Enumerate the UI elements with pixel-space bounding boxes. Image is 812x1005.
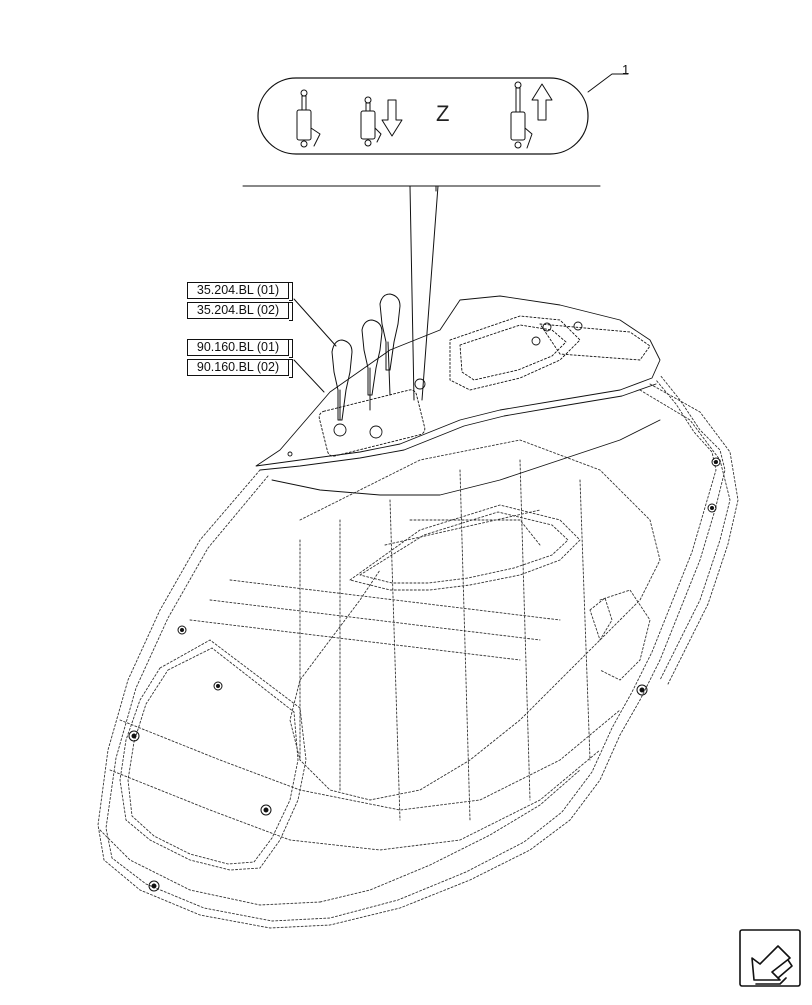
reference-link-90-160-02[interactable]: 90.160.BL (02) [187, 359, 293, 378]
arrow-down-icon [381, 99, 403, 137]
reference-link-35-204-02[interactable]: 35.204.BL (02) [187, 302, 293, 321]
reference-link-90-160-01[interactable]: 90.160.BL (01) [187, 339, 293, 358]
joystick-lever [379, 293, 401, 396]
hydraulic-cylinder-icon [510, 81, 533, 149]
hydraulic-cylinder-icon [296, 89, 321, 148]
cab-body [97, 374, 739, 929]
reference-link-35-204-01[interactable]: 35.204.BL (01) [187, 282, 293, 301]
decal-label-z: Z [436, 101, 450, 126]
control-console [255, 295, 661, 496]
navigation-arrow-icon[interactable] [739, 929, 801, 987]
hydraulic-cylinder-icon [360, 96, 382, 147]
leader-lines [242, 185, 601, 401]
mounting-holes [128, 457, 721, 892]
decal-panel [257, 73, 629, 155]
joystick-lever [361, 319, 383, 411]
arrow-up-icon [531, 83, 553, 121]
callout-number: 1 [622, 62, 630, 77]
joystick-lever [331, 339, 353, 421]
